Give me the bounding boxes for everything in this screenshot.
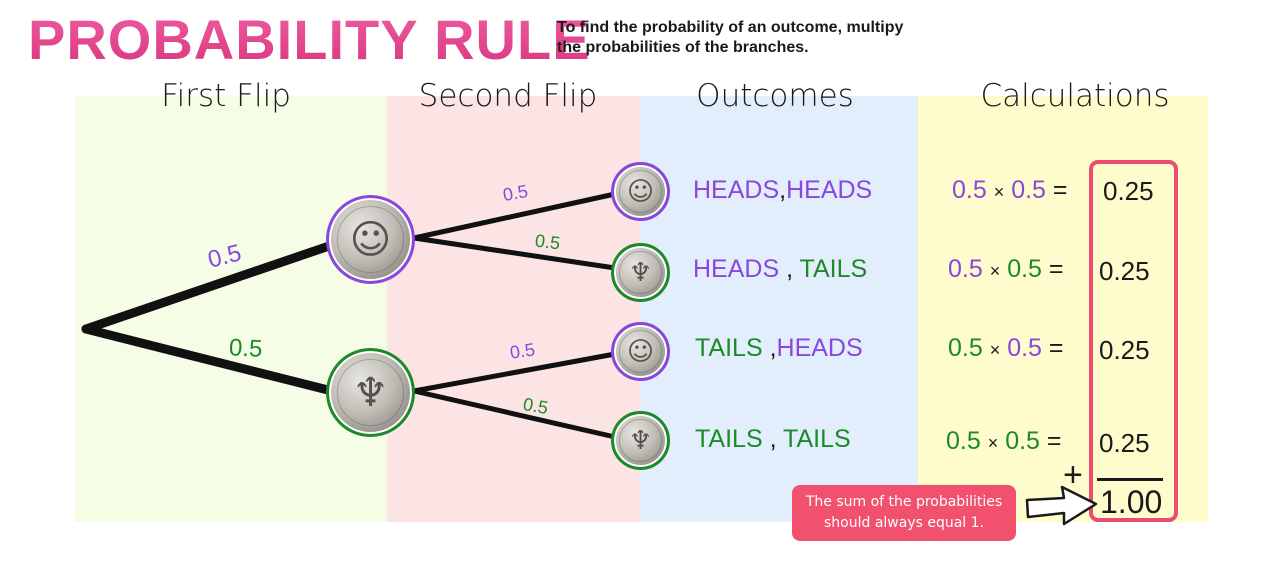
- multiply-sign: ×: [987, 433, 999, 453]
- calculation-row: 0.5 × 0.5 =: [946, 426, 1062, 458]
- outcome-first: HEADS: [693, 176, 780, 204]
- factor-a: 0.5: [948, 334, 983, 362]
- calculation-row: 0.5 × 0.5 =: [948, 254, 1064, 286]
- outcome-separator: ,: [769, 334, 777, 362]
- outcome-first: HEADS: [693, 255, 780, 283]
- prob-label-second-2: 0.5: [533, 230, 562, 254]
- result-value: 0.25: [1099, 256, 1150, 286]
- factor-a: 0.5: [948, 255, 983, 283]
- page-title: PROBABILITY RULE: [28, 8, 591, 71]
- total-value: 1.00: [1100, 484, 1163, 520]
- outcome-first: TAILS: [695, 334, 763, 362]
- branch-tails-tails: [411, 388, 618, 440]
- column-heading-first-flip: First Flip: [161, 78, 291, 114]
- calculation-row: 0.5 × 0.5 =: [952, 175, 1068, 207]
- note-line-2: should always equal 1.: [823, 515, 984, 531]
- column-heading-outcomes: Outcomes: [696, 78, 854, 114]
- note-line-1: The sum of the probabilities: [805, 494, 1003, 510]
- branch-root-heads: [81, 240, 337, 334]
- factor-b: 0.5: [1007, 255, 1042, 283]
- branch-tails-heads: [411, 351, 618, 394]
- equals-sign: =: [1052, 176, 1068, 204]
- arrow-right-icon: [1025, 485, 1098, 526]
- multiply-sign: ×: [989, 261, 1001, 281]
- outcome-heads-heads: HEADS,HEADS: [693, 175, 872, 205]
- heads-coin-icon: ☺: [611, 162, 670, 221]
- column-heading-calculations: Calculations: [980, 78, 1170, 114]
- outcome-second: TAILS: [783, 425, 851, 453]
- multiply-sign: ×: [989, 340, 1001, 360]
- outcome-separator: ,: [786, 255, 794, 283]
- result-value: 0.25: [1099, 335, 1150, 365]
- equals-sign: =: [1046, 427, 1062, 455]
- tails-coin-icon: ♆: [611, 243, 670, 302]
- result-value: 0.25: [1099, 428, 1150, 458]
- prob-label-second-4: 0.5: [521, 393, 550, 419]
- tails-coin-icon: ♆: [326, 348, 415, 437]
- branch-root-tails: [81, 324, 337, 396]
- outcome-separator: ,: [769, 425, 777, 453]
- branch-heads-heads: [411, 191, 618, 241]
- factor-b: 0.5: [1005, 427, 1040, 455]
- calculations-panel: [918, 96, 1208, 522]
- calculation-row: 0.5 × 0.5 =: [948, 333, 1064, 365]
- results-highlight-box: [1089, 160, 1178, 522]
- outcome-second: TAILS: [799, 255, 868, 283]
- outcome-first: TAILS: [695, 425, 763, 453]
- outcome-tails-heads: TAILS ,HEADS: [695, 333, 863, 363]
- outcome-separator: ,: [779, 176, 787, 204]
- outcome-heads-tails: HEADS , TAILS: [693, 254, 867, 284]
- factor-b: 0.5: [1011, 176, 1046, 204]
- rule-description-line-2: the probabilities of the branches.: [557, 39, 809, 56]
- prob-label-first-tails: 0.5: [228, 334, 264, 363]
- result-value: 0.25: [1103, 176, 1154, 206]
- factor-a: 0.5: [946, 427, 981, 455]
- heads-coin-icon: ☺: [611, 322, 670, 381]
- equals-sign: =: [1048, 255, 1064, 283]
- factor-a: 0.5: [952, 176, 987, 204]
- second-flip-panel: [387, 96, 640, 522]
- prob-label-second-1: 0.5: [501, 180, 530, 206]
- rule-description-line-1: To find the probability of an outcome, m…: [557, 19, 904, 36]
- rule-description: To find the probability of an outcome, m…: [557, 18, 903, 58]
- tails-coin-icon: ♆: [611, 411, 670, 470]
- heads-coin-icon: ☺: [326, 195, 415, 284]
- branch-heads-tails: [411, 235, 618, 271]
- outcome-second: HEADS: [786, 176, 873, 204]
- multiply-sign: ×: [993, 182, 1005, 202]
- sum-note-callout: The sum of the probabilities should alwa…: [792, 485, 1016, 541]
- plus-sign: +: [1063, 456, 1083, 494]
- prob-label-second-3: 0.5: [508, 339, 537, 363]
- outcome-tails-tails: TAILS , TAILS: [695, 424, 851, 454]
- factor-b: 0.5: [1007, 334, 1042, 362]
- column-heading-second-flip: Second Flip: [418, 78, 598, 114]
- equals-sign: =: [1048, 334, 1064, 362]
- sum-line: [1097, 478, 1163, 481]
- outcome-second: HEADS: [776, 334, 863, 362]
- outcomes-panel: [640, 96, 918, 522]
- first-flip-panel: [75, 96, 387, 522]
